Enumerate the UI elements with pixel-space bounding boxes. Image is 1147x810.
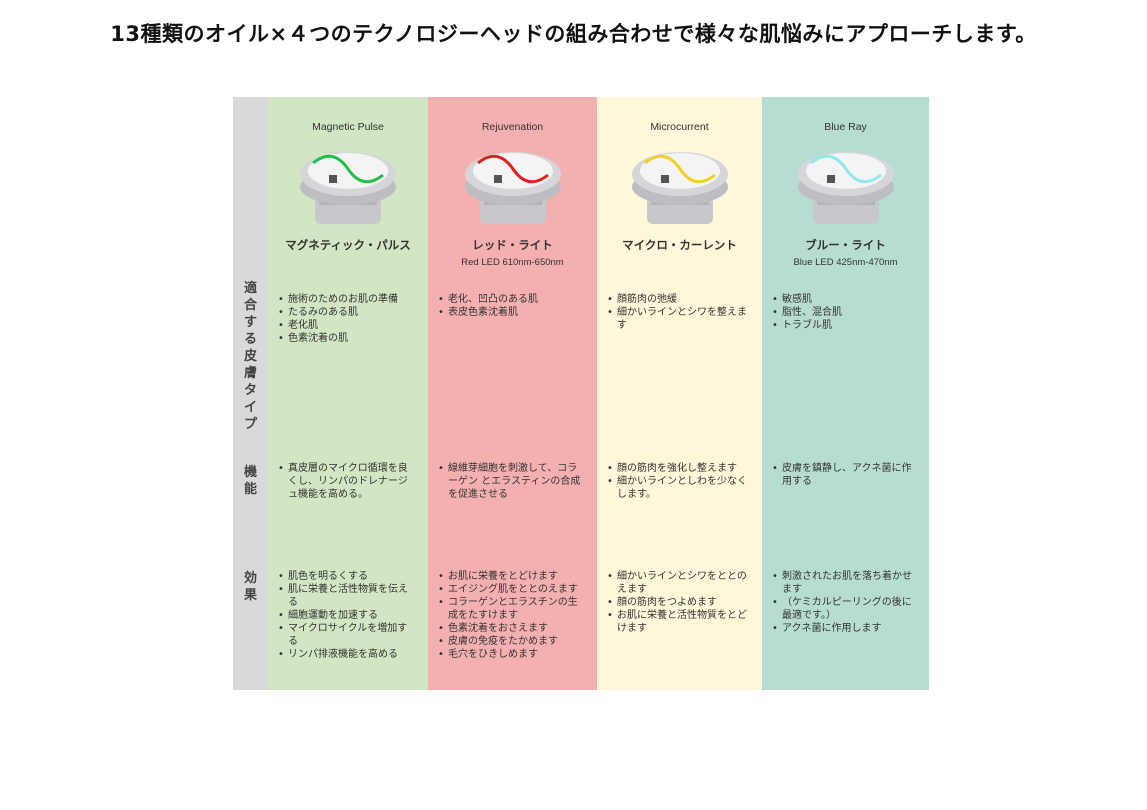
list-item: マイクロサイクルを増加する [278, 622, 414, 648]
function-list: 線維芽細胞を刺激して、コラーゲン とエラスティンの合成を促進させる [438, 462, 583, 501]
device-head-image [293, 139, 403, 229]
skin-list: 施術のためのお肌の準備たるみのある肌老化肌色素沈着の肌 [278, 293, 414, 345]
column-magnetic-pulse: Magnetic Pulse マグネティック・パルス施術のためのお肌の準備たるみ… [268, 97, 428, 690]
head-name-en: Blue Ray [824, 121, 867, 133]
list-item: 毛穴をひきしめます [438, 648, 583, 661]
list-item: お肌に栄養と活性物質をとどけます [607, 609, 748, 635]
head-name-en: Magnetic Pulse [312, 121, 384, 133]
list-item: 表皮色素沈着肌 [438, 306, 583, 319]
list-item: 顔の筋肉をつよめます [607, 596, 748, 609]
list-item: アクネ菌に作用します [772, 622, 915, 635]
list-item: 皮膚を鎮静し、アクネ菌に作用する [772, 462, 915, 488]
skin-list: 敏感肌脂性、混合肌トラブル肌 [772, 293, 915, 332]
effect-list: 肌色を明るくする肌に栄養と活性物質を伝える細胞運動を加速するマイクロサイクルを増… [278, 570, 414, 661]
list-item: 顔筋肉の弛緩 [607, 293, 748, 306]
column-blue-ray: Blue Ray ブルー・ライト Blue LED 425nm-470nm 敏感肌脂… [762, 97, 929, 690]
device-head-image [458, 139, 568, 229]
list-item: 色素沈着をおさえます [438, 622, 583, 635]
list-item: 肌に栄養と活性物質を伝える [278, 583, 414, 609]
row-label-function: 機能 [243, 465, 257, 497]
led-spec: Blue LED 425nm-470nm [793, 257, 898, 268]
function-list: 皮膚を鎮静し、アクネ菌に作用する [772, 462, 915, 488]
list-item: コラーゲンとエラスチンの生成をたすけます [438, 596, 583, 622]
head-name-jp: ブルー・ライト [805, 238, 886, 252]
row-label-skin-type: 適合する皮膚タイプ [243, 281, 257, 432]
list-item: お肌に栄養をとどけます [438, 570, 583, 583]
list-item: 細胞運動を加速する [278, 609, 414, 622]
list-item: 施術のためのお肌の準備 [278, 293, 414, 306]
list-item: 老化肌 [278, 319, 414, 332]
head-name-en: Rejuvenation [481, 121, 544, 133]
skin-list: 顔筋肉の弛緩細かいラインとシワを整えます [607, 293, 748, 332]
device-head-image [625, 139, 735, 229]
list-item: たるみのある肌 [278, 306, 414, 319]
list-item: 顔の筋肉を強化し整えます [607, 462, 748, 475]
device-head-image [791, 139, 901, 229]
skin-list: 老化、凹凸のある肌表皮色素沈着肌 [438, 293, 583, 319]
list-item: 細かいラインとしわを少なくします。 [607, 475, 748, 501]
head-name-jp: マグネティック・パルス [285, 238, 411, 252]
function-list: 真皮層のマイクロ循環を良くし、リンパのドレナージュ機能を高める。 [278, 462, 414, 501]
effect-list: 刺激されたお肌を落ち着かせます（ケミカルピーリングの後に最適です。）アクネ菌に作… [772, 570, 915, 635]
list-item: 細かいラインとシワをととのえます [607, 570, 748, 596]
column-microcurrent: Microcurrent マイクロ・カーレント顔筋肉の弛緩細かいラインとシワを整… [597, 97, 762, 690]
effect-list: お肌に栄養をとどけますエイジング肌をととのえますコラーゲンとエラスチンの生成をた… [438, 570, 583, 661]
list-item: トラブル肌 [772, 319, 915, 332]
list-item: 線維芽細胞を刺激して、コラーゲン とエラスティンの合成を促進させる [438, 462, 583, 501]
list-item: リンパ排液機能を高める [278, 648, 414, 661]
list-item: 真皮層のマイクロ循環を良くし、リンパのドレナージュ機能を高める。 [278, 462, 414, 501]
list-item: 細かいラインとシワを整えます [607, 306, 748, 332]
page-title: 13種類のオイル×４つのテクノロジーヘッドの組み合わせで様々な肌悩みにアプローチ… [110, 22, 1037, 46]
function-list: 顔の筋肉を強化し整えます細かいラインとしわを少なくします。 [607, 462, 748, 501]
row-label-effect: 効果 [243, 571, 257, 603]
list-item: 刺激されたお肌を落ち着かせます [772, 570, 915, 596]
effect-list: 細かいラインとシワをととのえます顔の筋肉をつよめますお肌に栄養と活性物質をとどけ… [607, 570, 748, 635]
head-name-en: Microcurrent [650, 121, 709, 133]
list-item: 脂性、混合肌 [772, 306, 915, 319]
column-rejuvenation: Rejuvenation レッド・ライト Red LED 610nm-650nm 老… [428, 97, 597, 690]
list-item: エイジング肌をととのえます [438, 583, 583, 596]
row-label-column: 適合する皮膚タイプ 機能 効果 [233, 97, 268, 690]
head-name-jp: マイクロ・カーレント [622, 238, 737, 252]
list-item: 色素沈着の肌 [278, 332, 414, 345]
led-spec: Red LED 610nm-650nm [461, 257, 564, 268]
head-name-jp: レッド・ライト [472, 238, 553, 252]
list-item: （ケミカルピーリングの後に最適です。） [772, 596, 915, 622]
list-item: 老化、凹凸のある肌 [438, 293, 583, 306]
list-item: 肌色を明るくする [278, 570, 414, 583]
list-item: 敏感肌 [772, 293, 915, 306]
list-item: 皮膚の免疫をたかめます [438, 635, 583, 648]
